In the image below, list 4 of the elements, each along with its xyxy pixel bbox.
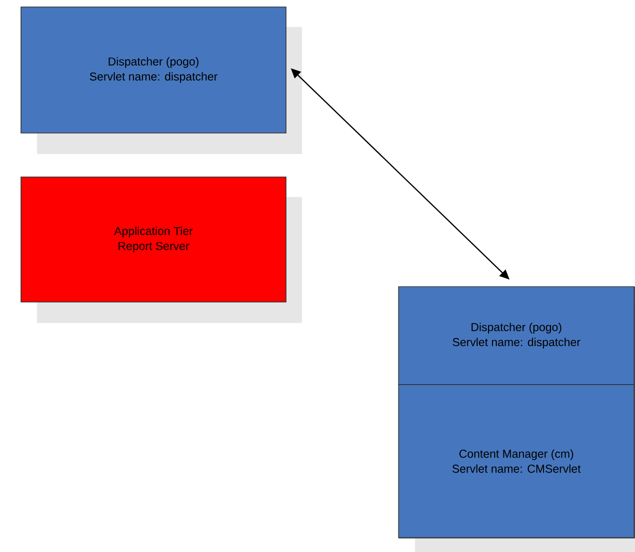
compartment: Content Manager (cm) Servlet name: CMServlet [398,384,634,538]
compartment: Dispatcher (pogo) Servlet name: dispatcher [398,286,634,385]
process-box: Application Tier Report Server [20,176,302,323]
process-box: Dispatcher (pogo) Servlet name: dispatcher [20,6,302,154]
